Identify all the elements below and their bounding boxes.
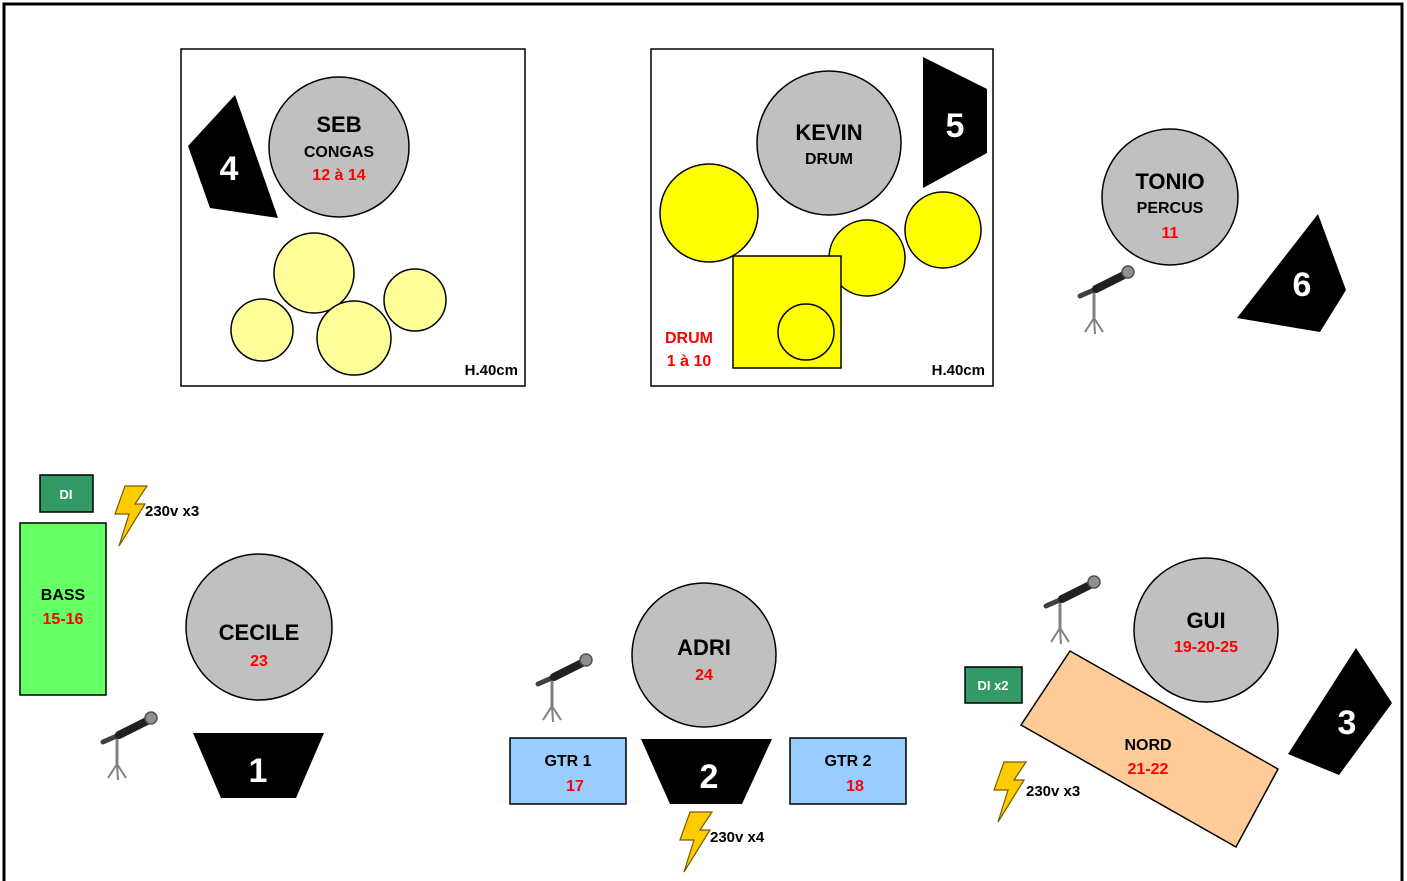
guitar-amp-2 <box>789 737 907 805</box>
drum-snare <box>777 303 835 361</box>
power-right-label: 230v x3 <box>1026 783 1080 800</box>
musician-gui <box>1133 557 1279 703</box>
drum-tom-2 <box>904 191 982 269</box>
musician-cecile-name: CECILE <box>219 620 300 645</box>
monitor-2 <box>641 739 772 804</box>
musician-tonio-name: TONIO <box>1135 169 1204 194</box>
musician-seb <box>268 76 410 218</box>
guitar-amp-1-label: GTR 1 <box>544 753 591 770</box>
di-box-bass <box>39 474 94 513</box>
musician-kevin-role: DRUM <box>805 151 853 168</box>
power-icon <box>993 761 1027 823</box>
guitar-amp-2-label: GTR 2 <box>824 753 871 770</box>
gui-area: GUI 19-20-25 NORD 21-22 DI x2 3 230v x3 <box>964 557 1392 849</box>
musician-adri-name: ADRI <box>677 635 731 660</box>
conga-1 <box>273 232 355 314</box>
guitar-amp-1 <box>509 737 627 805</box>
musician-seb-role: CONGAS <box>304 144 375 161</box>
monitor-4 <box>188 95 278 218</box>
keyboard-nord-label: NORD <box>1124 737 1171 754</box>
monitor-3 <box>1288 648 1392 775</box>
di-box-keys <box>964 666 1023 704</box>
bass-amp <box>19 522 107 696</box>
riser-drums-height: H.40cm <box>932 362 985 379</box>
drum-label-line1: DRUM <box>665 330 713 347</box>
musician-tonio-channels: 11 <box>1162 225 1179 242</box>
musician-cecile <box>185 553 333 701</box>
monitor-3-number: 3 <box>1338 704 1357 742</box>
riser-drums: 5 KEVIN DRUM DRUM 1 à 10 H.40cm <box>650 48 994 387</box>
monitor-6 <box>1237 214 1346 332</box>
power-icon <box>114 485 148 547</box>
keyboard-nord-channels: 21-22 <box>1128 761 1169 778</box>
musician-tonio-role: PERCUS <box>1137 200 1204 217</box>
bass-amp-label: BASS <box>41 587 86 604</box>
conga-4 <box>316 300 392 376</box>
riser-congas-height: H.40cm <box>465 362 518 379</box>
monitor-1 <box>193 733 324 798</box>
keyboard-nord <box>1019 650 1280 849</box>
monitor-4-number: 4 <box>220 150 239 188</box>
monitor-6-number: 6 <box>1293 266 1312 304</box>
di-box-bass-label: DI <box>60 487 73 502</box>
di-box-keys-label: DI x2 <box>977 678 1008 693</box>
conga-3 <box>230 298 294 362</box>
monitor-1-number: 1 <box>249 752 268 790</box>
microphone-icon <box>538 654 592 722</box>
tonio-area: TONIO PERCUS 11 6 <box>1080 128 1346 334</box>
musician-seb-name: SEB <box>316 112 361 137</box>
power-center-label: 230v x4 <box>710 829 765 846</box>
musician-cecile-channels: 23 <box>250 653 268 670</box>
musician-adri-channels: 24 <box>695 667 713 684</box>
microphone-icon <box>103 712 157 780</box>
power-left-label: 230v x3 <box>145 503 199 520</box>
musician-seb-channels: 12 à 14 <box>312 167 365 184</box>
monitor-5 <box>923 57 987 188</box>
musician-gui-name: GUI <box>1186 608 1225 633</box>
monitor-5-number: 5 <box>946 107 965 145</box>
guitar-amp-1-channels: 17 <box>566 778 584 795</box>
microphone-icon <box>1046 576 1100 644</box>
monitor-2-number: 2 <box>700 758 719 796</box>
musician-tonio <box>1101 128 1239 266</box>
riser-congas: 4 SEB CONGAS 12 à 14 H.40cm <box>180 48 526 387</box>
guitar-amp-2-channels: 18 <box>846 778 864 795</box>
bass-amp-channels: 15-16 <box>43 611 84 628</box>
cecile-area: DI 230v x3 BASS 15-16 CECILE 23 1 <box>19 474 333 798</box>
musician-kevin <box>756 70 902 216</box>
power-icon <box>679 811 713 873</box>
musician-adri <box>631 582 777 728</box>
musician-kevin-name: KEVIN <box>795 120 862 145</box>
adri-area: ADRI 24 GTR 1 17 2 GTR 2 18 230v x4 <box>509 582 907 873</box>
conga-2 <box>383 268 447 332</box>
drum-floor-tom <box>659 163 759 263</box>
microphone-icon <box>1080 266 1134 334</box>
drum-label-line2: 1 à 10 <box>667 353 712 370</box>
musician-gui-channels: 19-20-25 <box>1174 639 1238 656</box>
